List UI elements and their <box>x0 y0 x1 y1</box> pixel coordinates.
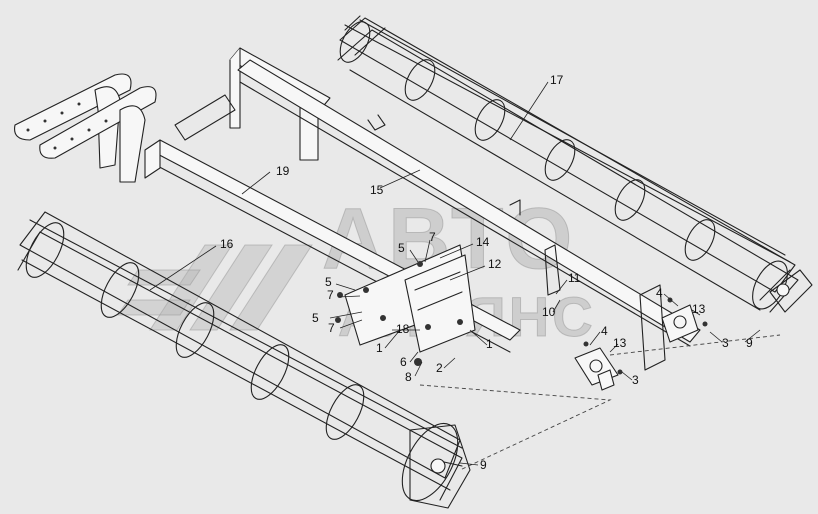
callout-1-right: 1 <box>486 337 493 351</box>
callout-10: 10 <box>542 305 556 319</box>
callout-7-middle: 7 <box>327 288 334 302</box>
callout-16: 16 <box>220 237 234 251</box>
callout-2: 2 <box>436 361 443 375</box>
callout-15: 15 <box>370 183 384 197</box>
callout-7-lower: 7 <box>328 321 335 335</box>
callout-3-right: 3 <box>722 336 729 350</box>
watermark-logo-icon <box>117 244 313 331</box>
callout-4-left: 4 <box>601 324 608 338</box>
callout-8: 8 <box>405 370 412 384</box>
callout-5-lower: 5 <box>312 311 319 325</box>
callout-6: 6 <box>400 355 407 369</box>
leader-lines <box>149 81 761 466</box>
rear-roller-17 <box>337 15 813 313</box>
callout-4-right: 4 <box>656 286 663 300</box>
callout-5-middle: 5 <box>325 275 332 289</box>
callout-5-upper: 5 <box>398 241 405 255</box>
front-roller-16 <box>17 211 471 509</box>
callout-7-upper: 7 <box>429 230 436 244</box>
callout-13-right: 13 <box>692 302 706 316</box>
callout-9-bottom: 9 <box>480 458 487 472</box>
callout-9-right: 9 <box>746 336 753 350</box>
center-bracket-assembly <box>335 244 476 366</box>
callout-18: 18 <box>396 322 410 336</box>
callout-19: 19 <box>276 164 290 178</box>
hitch-plates <box>14 73 157 183</box>
callout-3-left: 3 <box>632 373 639 387</box>
callout-17: 17 <box>550 73 564 87</box>
callout-12: 12 <box>488 257 502 271</box>
callout-13-left: 13 <box>613 336 627 350</box>
bearing-housing-right <box>574 297 708 391</box>
callout-labels: 17 19 15 16 14 12 5 7 5 7 5 7 18 1 1 6 8… <box>220 73 753 472</box>
callout-14: 14 <box>476 235 490 249</box>
callout-1-left: 1 <box>376 341 383 355</box>
callout-11: 11 <box>568 271 581 285</box>
